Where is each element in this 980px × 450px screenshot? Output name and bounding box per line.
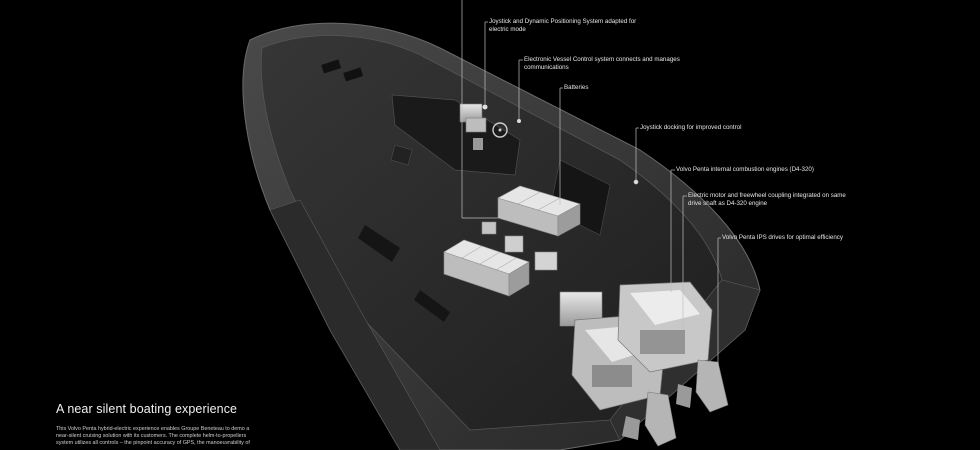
- callout-ice: Volvo Penta internal combustion engines …: [676, 166, 814, 174]
- callout-line: Volvo Penta IPS drives for optimal effic…: [722, 234, 843, 241]
- callout-batteries: Batteries: [564, 84, 588, 92]
- callout-joystick-dps: Joystick and Dynamic Positioning System …: [489, 18, 636, 34]
- body-line: system utilizes all controls – the pinpo…: [56, 440, 250, 447]
- callout-line: Electronic Vessel Control system connect…: [524, 56, 680, 63]
- callout-line: Volvo Penta internal combustion engines …: [676, 166, 814, 173]
- callout-line: drive shaft as D4-320 engine: [688, 200, 768, 207]
- callout-line: Electric motor and freewheel coupling in…: [688, 192, 846, 199]
- section-body: This Volvo Penta hybrid-electric experie…: [56, 426, 296, 448]
- leader-lines: [461, 0, 721, 372]
- callout-joystick-docking: Joystick docking for improved control: [640, 124, 741, 132]
- section-heading: A near silent boating experience: [56, 402, 238, 416]
- callout-motor: Electric motor and freewheel coupling in…: [688, 192, 846, 208]
- steering-wheel-icon: [492, 122, 508, 138]
- callout-ips: Volvo Penta IPS drives for optimal effic…: [722, 234, 843, 242]
- engine-block-starboard: [617, 281, 713, 373]
- body-line: near-silent cruising solution with its c…: [56, 433, 247, 440]
- callout-line: Joystick and Dynamic Positioning System …: [489, 18, 637, 25]
- callout-line: communications: [524, 64, 569, 71]
- helm-station: [459, 103, 521, 150]
- callout-evc: Electronic Vessel Control system connect…: [524, 56, 680, 72]
- callout-line: Batteries: [564, 84, 589, 91]
- ips-drives: [622, 359, 729, 447]
- body-line: This Volvo Penta hybrid-electric experie…: [56, 426, 250, 432]
- callout-line: Joystick docking for improved control: [640, 124, 742, 131]
- callout-line: electric mode: [489, 26, 526, 33]
